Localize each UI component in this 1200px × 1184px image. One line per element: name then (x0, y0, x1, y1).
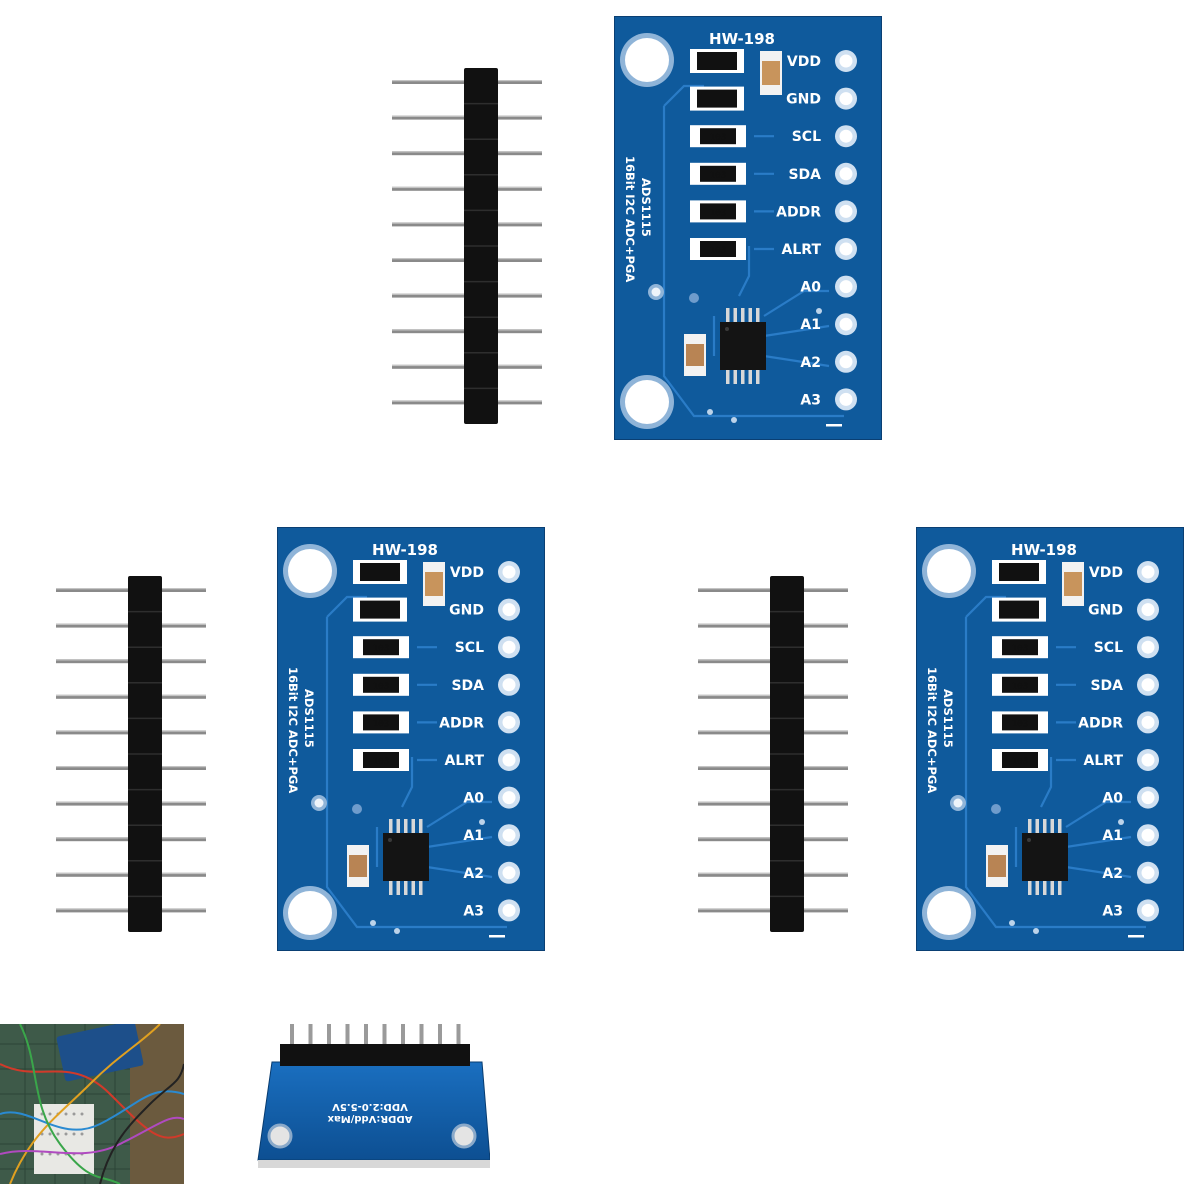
header-pin (382, 1024, 387, 1048)
header-pin (419, 1024, 424, 1048)
wiring-photo-icon (0, 1024, 184, 1184)
resistor-code: 103 (1012, 719, 1028, 729)
pin-label-alrt: ALRT (1084, 753, 1124, 769)
pin-label-a0: A0 (1102, 791, 1123, 807)
back-label-addr: ADDR:Vdd/Max (327, 1113, 412, 1124)
pin-header-left (56, 576, 206, 932)
back-header-pins (290, 1024, 461, 1048)
ic-chip-icon (383, 819, 429, 895)
pin-label-scl: SCL (1094, 640, 1123, 656)
board-side-label-1: 16Bit I2C ADC+PGA (623, 156, 637, 282)
resistor-code: 103 (710, 171, 726, 181)
mounting-hole-icon (451, 1123, 477, 1149)
board-side-label-1: 16Bit I2C ADC+PGA (925, 667, 939, 793)
board-model-label: HW-198 (709, 30, 775, 48)
resistor-code: 103 (1012, 682, 1028, 692)
pin-label-a1: A1 (800, 317, 821, 333)
pin-label-a2: A2 (800, 355, 821, 371)
board-side-label-2: ADS1115 (639, 178, 653, 237)
pin-label-a2: A2 (1102, 866, 1123, 882)
pin-label-vdd: VDD (787, 54, 821, 70)
pin-label-a3: A3 (463, 903, 484, 919)
pin-label-sda: SDA (1090, 678, 1123, 694)
header-pin (438, 1024, 442, 1048)
pin-label-alrt: ALRT (782, 242, 822, 258)
pin-label-gnd: GND (786, 92, 821, 108)
pin-label-vdd: VDD (450, 565, 484, 581)
board-side-label-2: ADS1115 (302, 689, 316, 748)
resistor-code: 103 (1012, 757, 1028, 767)
pin-label-addr: ADDR (1078, 715, 1123, 731)
pin-label-alrt: ALRT (445, 753, 485, 769)
header-pin (327, 1024, 331, 1048)
header-pin (290, 1024, 294, 1048)
pin-label-sda: SDA (788, 167, 821, 183)
board-side-label-1: 16Bit I2C ADC+PGA (286, 667, 300, 793)
pin-label-a0: A0 (463, 791, 484, 807)
pin-header-icon (698, 576, 848, 932)
back-label-vdd: VDD:2.0-5.5V (332, 1101, 408, 1112)
resistor-code: 103 (373, 719, 389, 729)
pin-label-a1: A1 (463, 828, 484, 844)
board-model-label: HW-198 (1011, 541, 1077, 559)
ic-chip-icon (1022, 819, 1068, 895)
mounting-hole-icon (267, 1123, 293, 1149)
pin-header-icon (56, 576, 206, 932)
resistor-code: 103 (1012, 644, 1028, 654)
pin-label-gnd: GND (449, 603, 484, 619)
pin-label-vdd: VDD (1089, 565, 1123, 581)
board-side-label-2: ADS1115 (941, 689, 955, 748)
ads1115-board-back: VDD:2.0-5.5V ADDR:Vdd/Max (250, 1022, 490, 1170)
header-pin (308, 1024, 313, 1048)
pin-label-scl: SCL (455, 640, 484, 656)
resistor-code: 103 (373, 682, 389, 692)
resistor-code: 103 (710, 246, 726, 256)
header-pin (401, 1024, 405, 1048)
pin-label-a1: A1 (1102, 828, 1123, 844)
pin-header-icon (392, 68, 542, 424)
resistor-code: 103 (710, 208, 726, 218)
pin-header-right (698, 576, 848, 932)
pin-label-a0: A0 (800, 280, 821, 296)
pin-label-a3: A3 (1102, 903, 1123, 919)
pin-label-scl: SCL (792, 129, 821, 145)
pcb-traces (662, 84, 844, 418)
resistor-code: 103 (373, 757, 389, 767)
resistor-code: 103 (373, 644, 389, 654)
pin-label-addr: ADDR (439, 715, 484, 731)
header-pin (345, 1024, 350, 1048)
ic-chip-icon (720, 308, 766, 384)
board-model-label: HW-198 (372, 541, 438, 559)
pin-label-addr: ADDR (776, 204, 821, 220)
pin-label-a2: A2 (463, 866, 484, 882)
pcb-traces (325, 595, 507, 929)
pin-label-sda: SDA (451, 678, 484, 694)
header-pin (456, 1024, 461, 1048)
wiring-photo (0, 1024, 184, 1184)
pcb-traces (964, 595, 1146, 929)
pin-label-gnd: GND (1088, 603, 1123, 619)
pin-label-a3: A3 (800, 392, 821, 408)
header-pin (364, 1024, 368, 1048)
pin-header-top (392, 68, 542, 424)
resistor-code: 103 (710, 133, 726, 143)
